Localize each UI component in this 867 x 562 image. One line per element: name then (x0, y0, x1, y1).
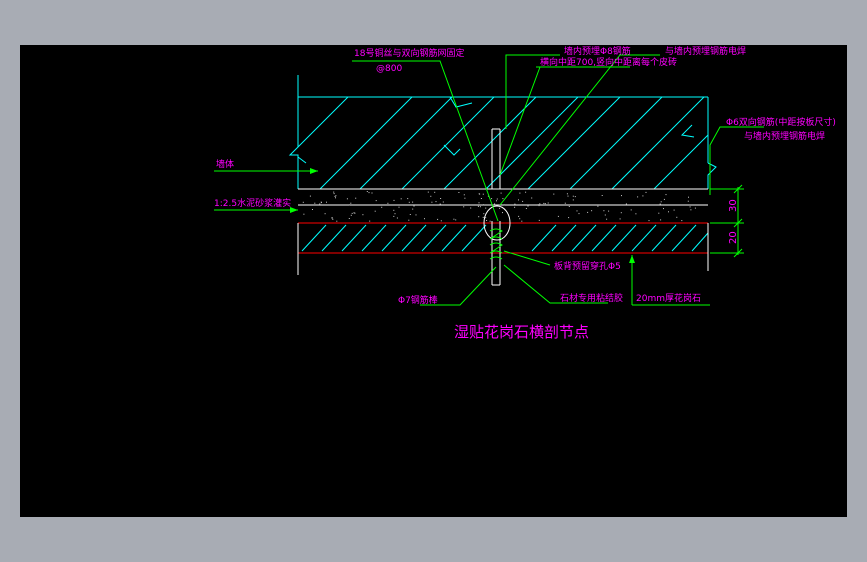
label-embed-spacing: 横向中距700,竖向中距离每个皮砖 (540, 56, 677, 68)
label-mortar: 1:2.5水泥砂浆灌实 (214, 197, 291, 209)
label-drill-hole: 板背预留穿孔Φ5 (554, 260, 621, 272)
label-spacing-800: @800 (376, 64, 402, 74)
label-adhesive: 石材专用粘结胶 (560, 292, 623, 304)
anchor-joint (483, 205, 511, 286)
leader-arrows (290, 168, 635, 263)
label-wall: 墙体 (216, 158, 234, 170)
drawing-title: 湿贴花岗石横剖节点 (454, 323, 589, 341)
wall-section (288, 75, 717, 190)
section-drawing: 30 20 (214, 45, 836, 341)
label-embed-rebar: 墙内预埋Φ8钢筋 (564, 45, 631, 57)
label-rebar-mesh: Φ6双向钢筋(中距按板尺寸) (726, 116, 836, 128)
cad-viewport[interactable]: 30 20 (20, 45, 847, 517)
mortar-layer (298, 188, 708, 224)
dim-mortar-text: 30 (728, 199, 739, 212)
label-granite: 20mm厚花岗石 (636, 292, 701, 304)
dimension-lines (710, 184, 744, 258)
dim-granite-text: 20 (728, 231, 739, 244)
label-wire-fix: 18号铜丝与双向钢筋网固定 (354, 47, 464, 59)
label-weld-top: 与墙内预埋钢筋电焊 (665, 45, 746, 57)
label-weld-right: 与墙内预埋钢筋电焊 (744, 130, 825, 142)
label-steel-bar: Φ7钢筋棒 (398, 294, 438, 306)
granite-layer (297, 222, 709, 275)
leader-lines (214, 54, 764, 306)
